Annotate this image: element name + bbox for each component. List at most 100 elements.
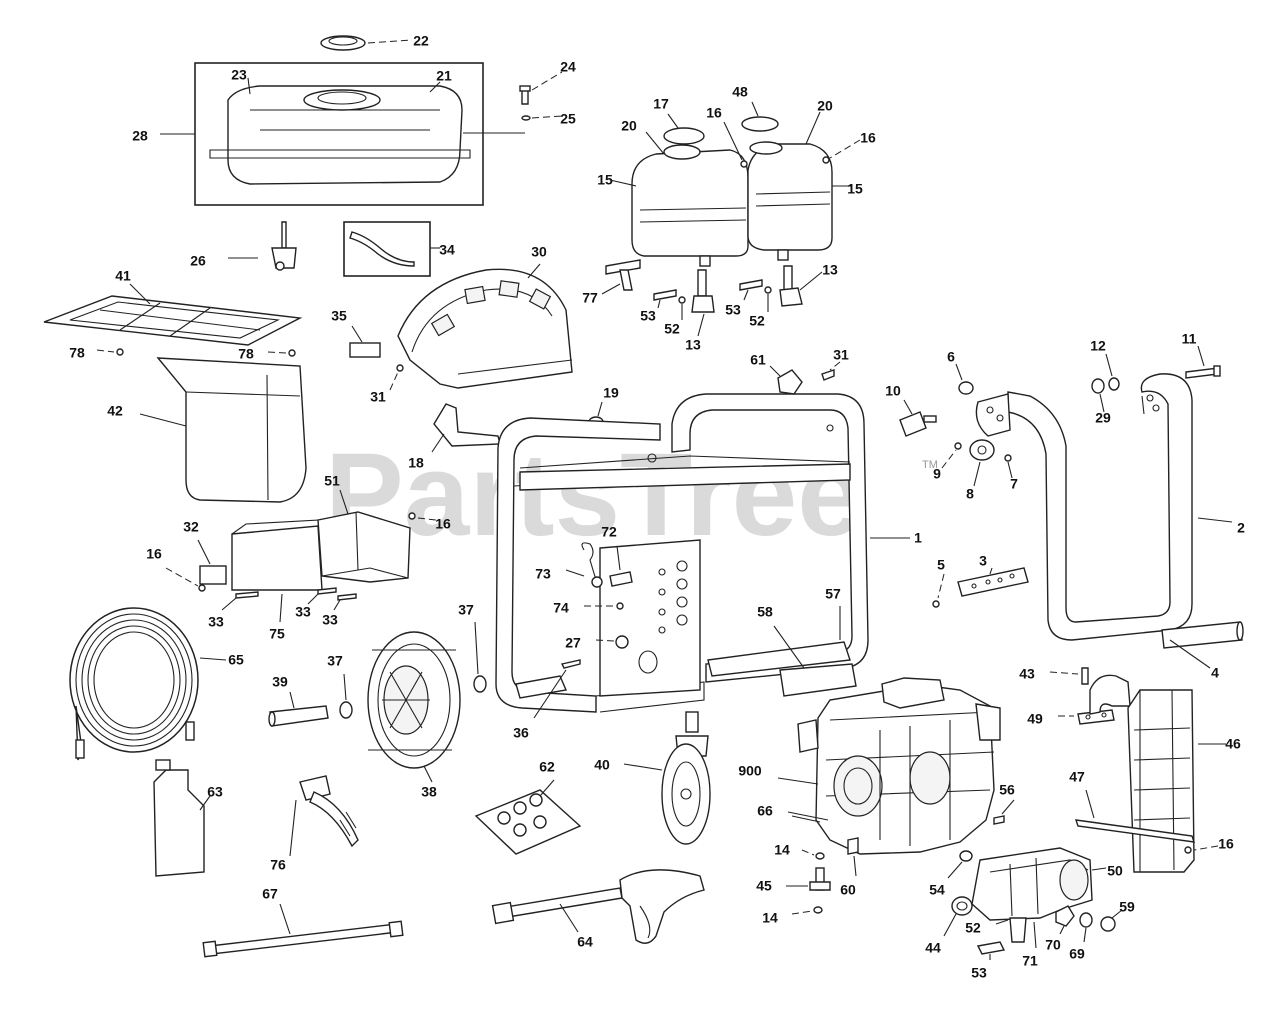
callout-53: 53: [971, 965, 987, 981]
part-hose-65: [69, 607, 227, 761]
part-fitting-54: [947, 850, 973, 879]
part-bumper-3: [957, 567, 1029, 597]
callout-51: 51: [324, 473, 340, 489]
part-heat-shield-30: [397, 263, 573, 389]
callout-33: 33: [295, 604, 311, 620]
part-nozzle-kit-62: [474, 779, 582, 855]
part-nut-70: [1055, 905, 1075, 935]
callout-39: 39: [272, 674, 288, 690]
callout-70: 70: [1045, 937, 1061, 953]
part-clamp-72: [609, 545, 633, 587]
callout-45: 45: [756, 878, 772, 894]
part-fuel-line-34: [343, 221, 440, 277]
callout-40: 40: [594, 757, 610, 773]
part-plate-32: [197, 539, 227, 585]
callout-64: 64: [577, 934, 593, 950]
callout-11: 11: [1182, 331, 1197, 347]
part-caster-40: [623, 711, 711, 845]
part-screw-31-left: [389, 364, 404, 391]
part-screw-16-panel: [165, 567, 206, 592]
part-clamp-52-left: [678, 296, 686, 320]
part-screw-5: [932, 573, 945, 608]
callout-13: 13: [685, 337, 701, 353]
part-tee-fitting-77: [601, 259, 641, 295]
callout-52: 52: [965, 920, 981, 936]
callout-25: 25: [560, 111, 576, 127]
part-muffler-46: [1089, 674, 1226, 873]
callout-15: 15: [597, 172, 613, 188]
callout-53: 53: [640, 308, 656, 324]
callout-36: 36: [513, 725, 529, 741]
callout-34: 34: [439, 242, 455, 258]
callout-23: 23: [231, 67, 247, 83]
callout-65: 65: [228, 652, 244, 668]
part-knob-8: [969, 439, 995, 487]
callout-69: 69: [1069, 946, 1085, 962]
callout-47: 47: [1069, 769, 1085, 785]
callout-53: 53: [725, 302, 741, 318]
part-axle-39: [268, 691, 329, 727]
callout-56: 56: [999, 782, 1015, 798]
part-fuel-valve-26: [228, 221, 297, 271]
part-shaft-45: [786, 867, 831, 891]
callout-20: 20: [817, 98, 833, 114]
watermark-trademark: TM: [922, 459, 938, 471]
callout-71: 71: [1022, 953, 1038, 969]
callout-28: 28: [132, 128, 148, 144]
callout-77: 77: [582, 290, 598, 306]
part-washer-14-bottom: [791, 906, 823, 915]
part-wand-holder-76: [289, 775, 359, 857]
callout-41: 41: [115, 268, 131, 284]
part-bracket-51: [317, 489, 411, 583]
part-screw-33-b: [307, 587, 337, 605]
part-washer-37-right: [473, 621, 487, 693]
part-panel-cover-42: [139, 357, 307, 503]
callout-900: 900: [738, 763, 762, 779]
part-bolt-11: [1185, 345, 1221, 379]
callout-24: 24: [560, 59, 576, 75]
callout-66: 66: [757, 803, 773, 819]
callout-35: 35: [331, 308, 347, 324]
part-valve-13-right: [779, 265, 823, 307]
part-tank-cap-48: [741, 101, 779, 132]
callout-8: 8: [966, 486, 974, 502]
part-fitting-60: [847, 837, 859, 877]
callout-59: 59: [1119, 899, 1135, 915]
part-cap-61: [769, 365, 803, 395]
callout-33: 33: [208, 614, 224, 630]
part-clamp-52-pump: [995, 919, 1009, 925]
part-knob-10: [899, 399, 937, 437]
callout-43: 43: [1019, 666, 1035, 682]
callout-78: 78: [69, 345, 85, 361]
part-tank-cap-17: [663, 113, 705, 145]
part-screw-16-tank-left: [723, 121, 748, 168]
callout-10: 10: [885, 383, 901, 399]
part-handle-grip-4: [1161, 621, 1244, 669]
callout-31: 31: [833, 347, 849, 363]
callout-4: 4: [1211, 665, 1219, 681]
part-nut-27: [595, 635, 629, 649]
callout-37: 37: [327, 653, 343, 669]
callout-14: 14: [762, 910, 778, 926]
callout-14: 14: [774, 842, 790, 858]
part-extension-wand-67: [202, 903, 404, 958]
part-hose-53-pump: [976, 941, 1006, 960]
callout-1: 1: [914, 530, 922, 546]
callout-9: 9: [933, 466, 941, 482]
part-handle-2: [975, 373, 1233, 641]
callout-13: 13: [822, 262, 838, 278]
part-screw-16-bracket: [408, 512, 437, 521]
part-wheel-38: [367, 631, 461, 783]
part-washer-59: [1100, 909, 1123, 932]
callout-5: 5: [937, 557, 945, 573]
callout-72: 72: [601, 524, 617, 540]
part-engine-900: [777, 677, 1001, 855]
part-chemical-tank-left-15: [609, 131, 749, 267]
callout-12: 12: [1090, 338, 1106, 354]
callout-2: 2: [1237, 520, 1245, 536]
callout-18: 18: [408, 455, 424, 471]
part-shield-47: [1074, 789, 1196, 843]
callout-75: 75: [269, 626, 285, 642]
